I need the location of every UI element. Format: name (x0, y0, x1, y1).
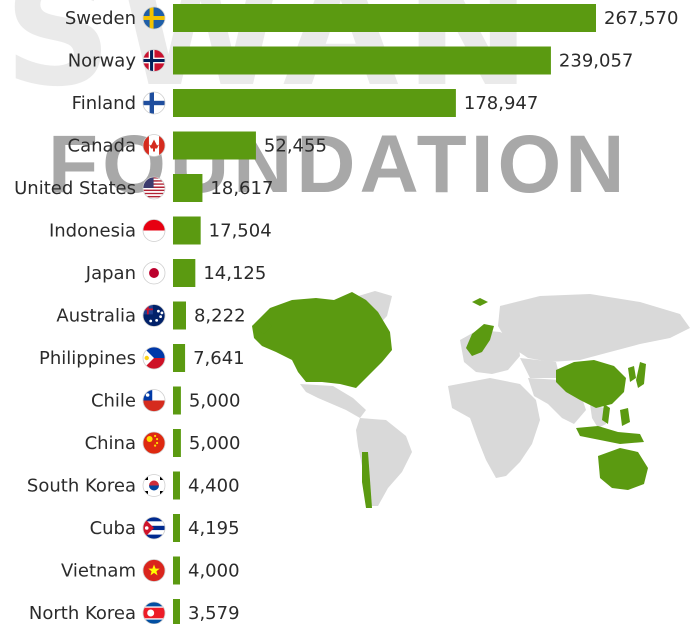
united-states-flag-icon (142, 176, 166, 200)
map-highlight-indonesia (576, 426, 644, 444)
bar-row: Cuba 4,195 (90, 514, 240, 542)
norway-flag-icon (142, 49, 166, 72)
map-land-africa (448, 378, 540, 478)
country-label: Australia (56, 306, 136, 327)
map-land-central-america (300, 384, 366, 418)
value-label: 7,641 (193, 348, 245, 369)
country-label: Vietnam (61, 561, 136, 582)
value-label: 3,579 (188, 603, 240, 624)
map-land-north-asia (498, 294, 690, 362)
map-highlight-alaska (252, 318, 272, 334)
south-korea-flag-icon (142, 474, 166, 497)
map-highlight-small-north (472, 298, 488, 306)
bar-row: South Korea 4,400 (27, 471, 240, 500)
map-highlight-chile (362, 452, 372, 508)
value-label: 239,057 (559, 51, 633, 72)
bar-row: Chile 5,000 (91, 386, 241, 415)
bar (173, 216, 201, 245)
value-label: 267,570 (604, 8, 678, 29)
bar (173, 471, 180, 500)
bar-row: China 5,000 (85, 429, 241, 457)
map-highlight-australia (598, 448, 648, 490)
value-label: 52,455 (264, 136, 327, 157)
value-label: 4,000 (188, 561, 240, 582)
bar (173, 386, 181, 415)
country-label: Indonesia (49, 221, 136, 242)
value-label: 8,222 (194, 306, 246, 327)
bar (173, 259, 196, 287)
bar (173, 301, 186, 330)
country-label: Japan (85, 263, 136, 284)
country-label: Chile (91, 391, 136, 412)
sweden-flag-icon (142, 6, 166, 30)
map-highlight-nordics (466, 324, 494, 356)
bar (173, 599, 180, 624)
value-label: 4,400 (188, 476, 240, 497)
country-label: Philippines (39, 348, 136, 369)
philippines-flag-icon (142, 346, 166, 370)
watermark-sub-text: FOUNDATION (48, 119, 629, 210)
bar (173, 89, 456, 117)
vietnam-flag-icon (142, 559, 166, 582)
bar-row: Philippines 7,641 (39, 344, 245, 372)
bar (173, 131, 256, 160)
country-label: Finland (72, 93, 136, 114)
bar-row: Finland 178,947 (72, 89, 538, 117)
bar (173, 514, 180, 542)
cuba-flag-icon (142, 516, 166, 540)
china-flag-icon (142, 431, 166, 455)
map-highlight-china (556, 360, 626, 408)
world-map-illustration (252, 291, 690, 508)
japan-flag-icon (142, 261, 166, 285)
map-highlight-north-america (252, 292, 392, 388)
bar-row: Sweden 267,570 (65, 4, 678, 32)
map-land-central-asia (520, 358, 560, 378)
country-label: Norway (68, 51, 137, 72)
bar (173, 4, 596, 32)
bar (173, 429, 181, 457)
value-label: 18,617 (210, 178, 273, 199)
country-label: China (85, 433, 136, 454)
country-label: North Korea (29, 603, 136, 624)
bar-row: Japan 14,125 (85, 259, 266, 287)
bar-row: United States 18,617 (14, 174, 273, 202)
value-label: 17,504 (209, 221, 272, 242)
map-highlight-philippines (620, 408, 630, 426)
value-label: 178,947 (464, 93, 538, 114)
bar-row: North Korea 3,579 (29, 599, 240, 624)
bar-row: Australia 8,222 (56, 301, 246, 330)
chile-flag-icon (142, 389, 166, 412)
north-korea-flag-icon (142, 601, 166, 624)
country-label: Cuba (90, 518, 136, 539)
canada-flag-icon (142, 134, 166, 157)
map-highlight-vietnam (602, 404, 610, 424)
bar (173, 174, 203, 202)
bar (173, 46, 551, 75)
finland-flag-icon (142, 91, 166, 115)
australia-flag-icon (142, 304, 166, 327)
bar-row: Canada 52,455 (68, 131, 327, 160)
indonesia-flag-icon (142, 219, 166, 242)
bar (173, 556, 180, 585)
bar (173, 344, 186, 372)
country-label: United States (14, 178, 136, 199)
country-label: Sweden (65, 8, 136, 29)
value-label: 5,000 (189, 433, 241, 454)
country-label: South Korea (27, 476, 136, 497)
map-highlight-korea (628, 366, 636, 382)
bar-row: Indonesia 17,504 (49, 216, 272, 245)
value-label: 14,125 (203, 263, 266, 284)
map-highlight-japan (636, 362, 646, 388)
bar-row: Vietnam 4,000 (61, 556, 240, 585)
bar-row: Norway 239,057 (68, 46, 633, 75)
value-label: 5,000 (189, 391, 241, 412)
value-label: 4,195 (188, 518, 240, 539)
country-label: Canada (68, 136, 137, 157)
map-land-southeast-asia (590, 404, 606, 428)
